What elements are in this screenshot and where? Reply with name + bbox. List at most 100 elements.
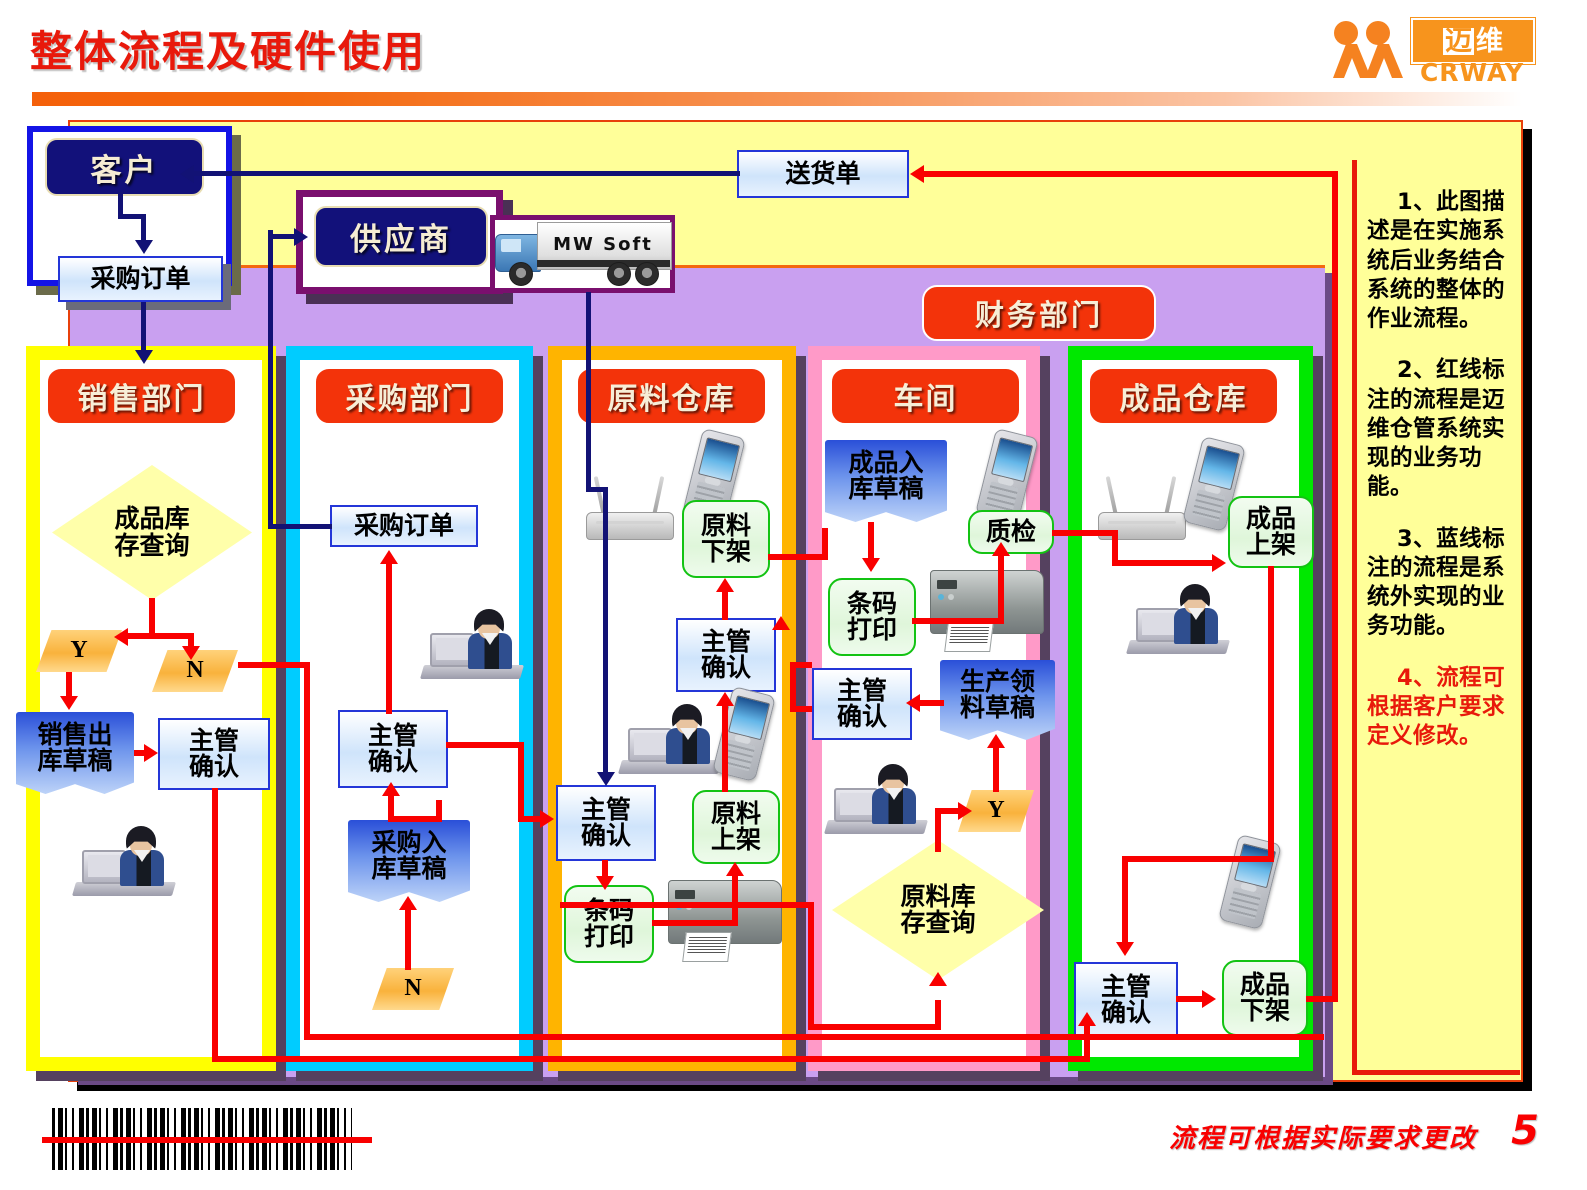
footer-note: 流程可根据实际要求更改 — [1168, 1124, 1477, 1154]
sales-supervisor-confirm-node[interactable]: 主管 确认 — [158, 718, 270, 790]
flow-arrow-blue — [597, 772, 615, 786]
raw-barcode-print-node[interactable]: 条码 打印 — [564, 885, 654, 963]
truck-label: MW Soft — [553, 234, 653, 255]
flow-blue — [586, 487, 608, 492]
flow-red — [134, 750, 148, 756]
flow-red — [935, 808, 965, 814]
flow-red — [386, 558, 392, 714]
flow-arrow-red — [1202, 990, 1216, 1008]
flow-red — [149, 633, 194, 639]
purchasing-supervisor-confirm-node[interactable]: 主管 确认 — [338, 710, 448, 788]
flow-red — [304, 662, 310, 1040]
flow-red — [602, 860, 608, 882]
note-item: 2、红线标注的流程是迈维仓管系统实现的业务功能。 — [1367, 357, 1506, 501]
flow-red — [1112, 530, 1118, 566]
flow-arrow-red — [382, 782, 400, 796]
flow-red — [1052, 530, 1118, 536]
flow-arrow-red — [929, 972, 947, 986]
note-item: 4、流程可根据客户要求定义修改。 — [1367, 664, 1506, 750]
flow-arrow-red — [144, 744, 158, 762]
flow-red — [1112, 560, 1216, 566]
flow-blue — [192, 171, 740, 176]
workshop-barcode-print-node[interactable]: 条码 打印 — [828, 578, 916, 656]
flow-red — [808, 902, 814, 1030]
flow-arrow-red — [380, 550, 398, 564]
barcode-rule — [42, 1137, 372, 1143]
flow-arrow-blue — [135, 240, 153, 254]
flow-red — [212, 1056, 1090, 1062]
dept-label-sales[interactable]: 销售部门 — [48, 369, 235, 423]
notes-panel: 1、此图描述是在实施系统后业务结合系统的整体的作业流程。 2、红线标注的流程是迈… — [1352, 160, 1520, 1075]
flow-arrow-red — [910, 165, 924, 183]
flow-arrow-blue — [180, 165, 194, 183]
flow-red — [518, 742, 524, 820]
workshop-supervisor-confirm-node[interactable]: 主管 确认 — [812, 668, 912, 740]
truck-wheel — [607, 262, 631, 286]
purchasing-order-node[interactable]: 采购订单 — [330, 505, 478, 547]
dept-label-purchasing[interactable]: 采购部门 — [316, 369, 503, 423]
label-printer-icon — [930, 570, 1044, 652]
flow-red — [912, 618, 1004, 624]
flow-arrow-red — [906, 694, 920, 712]
flow-red — [388, 790, 394, 822]
sales-out-draft-node[interactable]: 销售出 库草稿 — [16, 712, 134, 794]
flow-blue — [141, 214, 146, 242]
flow-blue — [141, 302, 146, 354]
purchasing-no-node[interactable]: N — [372, 968, 454, 1010]
truck-strip — [537, 260, 670, 267]
raw-supervisor-confirm-bottom-node[interactable]: 主管 确认 — [556, 785, 656, 861]
flow-arrow-red — [862, 558, 880, 572]
title-underline-bar — [32, 92, 1522, 106]
fg-onshelf-node[interactable]: 成品 上架 — [1228, 496, 1314, 568]
operator-icon — [823, 760, 929, 834]
sales-yes-node[interactable]: Y — [36, 630, 122, 672]
page-title: 整体流程及硬件使用 — [30, 27, 427, 76]
finance-department-label[interactable]: 财务部门 — [922, 285, 1156, 341]
delivery-note-node[interactable]: 送货单 — [737, 150, 909, 198]
customer-purchase-order-node[interactable]: 采购订单 — [58, 256, 223, 302]
flow-arrow-blue — [135, 350, 153, 364]
fg-in-draft-node[interactable]: 成品入 库草稿 — [825, 440, 947, 522]
flow-red — [149, 598, 155, 638]
flow-blue — [268, 234, 300, 239]
dept-label-workshop[interactable]: 车间 — [832, 369, 1019, 423]
flow-red — [66, 672, 72, 700]
quality-check-node[interactable]: 质检 — [968, 510, 1054, 554]
flow-blue — [118, 214, 146, 219]
note-item: 1、此图描述是在实施系统后业务结合系统的整体的作业流程。 — [1367, 189, 1506, 332]
raw-offshelf-node[interactable]: 原料 下架 — [682, 500, 770, 578]
flow-arrow-red — [726, 862, 744, 876]
supplier-node[interactable]: 供应商 — [314, 206, 488, 267]
flow-arrow-red — [540, 810, 554, 828]
sales-inventory-query-label: 成品库 存查询 — [114, 504, 190, 560]
raw-inventory-query-label: 原料库 存查询 — [900, 881, 976, 937]
flow-red — [790, 706, 812, 712]
flow-red — [924, 171, 1338, 177]
flow-red — [998, 552, 1004, 624]
purchasing-in-draft-node[interactable]: 采购入 库草稿 — [348, 820, 470, 902]
flow-red — [732, 872, 738, 926]
flow-red — [1084, 1020, 1090, 1062]
flow-arrow-red — [716, 578, 734, 592]
raw-supervisor-confirm-top-node[interactable]: 主管 确认 — [676, 618, 776, 692]
flow-arrow-red — [716, 692, 734, 706]
dept-label-raw-warehouse[interactable]: 原料仓库 — [578, 369, 765, 423]
flow-red — [722, 586, 728, 620]
flow-red — [188, 633, 194, 651]
flow-blue — [586, 292, 591, 490]
raw-onshelf-node[interactable]: 原料 上架 — [692, 790, 780, 864]
flow-blue — [268, 524, 332, 529]
flow-arrow-red — [182, 646, 200, 660]
dept-label-fg-warehouse[interactable]: 成品仓库 — [1090, 369, 1277, 423]
fg-offshelf-node[interactable]: 成品 下架 — [1222, 960, 1308, 1036]
flow-red — [1306, 996, 1338, 1002]
delivery-truck-frame: MW Soft — [490, 215, 675, 293]
flow-arrow-red — [987, 734, 1005, 748]
logo-brand-box: 迈 维 — [1411, 18, 1535, 64]
page-number: 5 — [1511, 1108, 1539, 1154]
production-pick-draft-node[interactable]: 生产领 料草稿 — [940, 660, 1055, 740]
customer-node[interactable]: 客户 — [45, 138, 204, 196]
flow-blue — [118, 192, 123, 216]
truck-wheel — [509, 262, 533, 286]
